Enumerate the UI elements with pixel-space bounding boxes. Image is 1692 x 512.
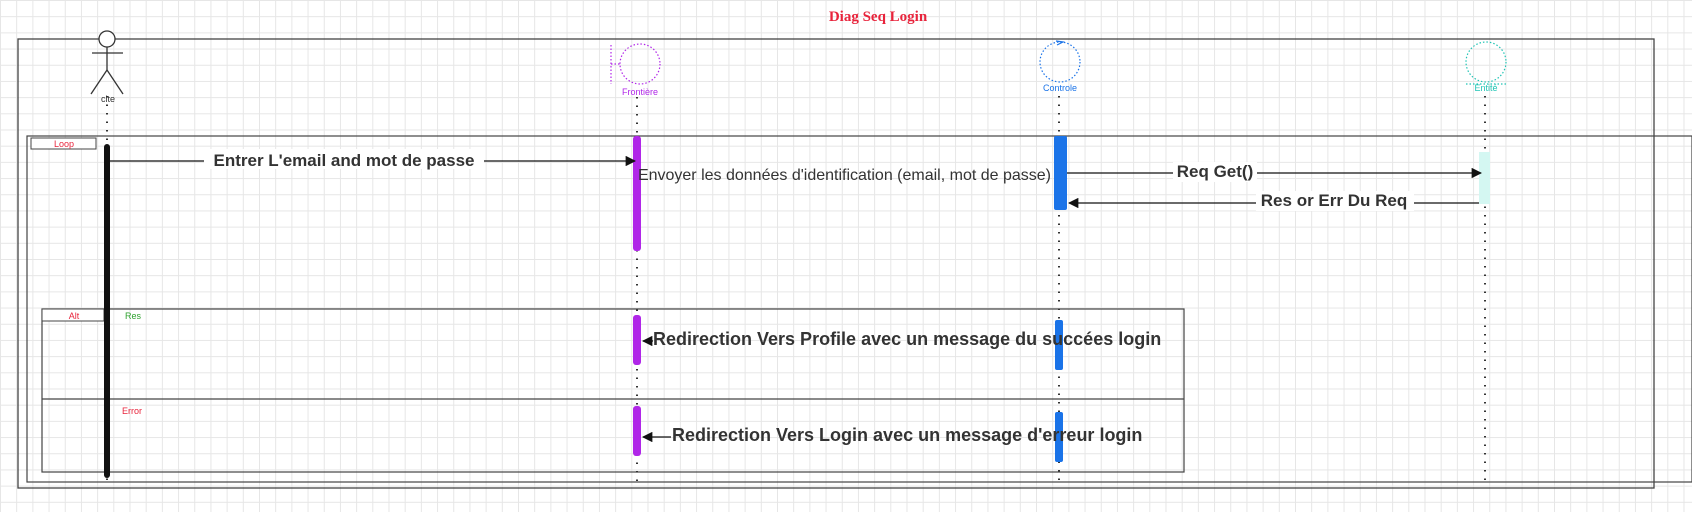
message-redirect-profile: Redirection Vers Profile avec un message… [641, 329, 1161, 349]
loop-label: Loop [54, 139, 74, 149]
message-res-or-err: Res or Err Du Req [1067, 191, 1479, 211]
activation-controle-3 [1055, 412, 1063, 462]
actor-stick-figure-icon [90, 30, 124, 95]
boundary-icon [610, 43, 661, 85]
outer-frame [17, 38, 1655, 489]
message-label-redirect-login: Redirection Vers Login avec un message d… [672, 425, 1142, 445]
diagram-title: Diag Seq Login [829, 9, 928, 25]
alt-fragment-frame [41, 308, 1185, 473]
activation-entite [1479, 152, 1490, 204]
activation-frontiere-3 [633, 406, 641, 456]
loop-fragment-frame [26, 135, 1692, 483]
message-enter-credentials: Entrer L'email and mot de passe [110, 149, 637, 170]
alt-condition-error: Error [122, 406, 142, 416]
participant-label-client: cite [101, 94, 115, 104]
participant-label-controle: Controle [1043, 83, 1077, 93]
message-label-send-identification: Envoyer les données d'identification (em… [638, 167, 1051, 184]
entity-icon [1465, 41, 1507, 85]
participant-entite: Entité [1465, 41, 1507, 93]
participant-frontiere: Frontière [610, 43, 661, 97]
activation-controle-1 [1054, 136, 1067, 210]
activation-frontiere-1 [633, 136, 641, 251]
alt-fragment: Alt Res Error [41, 308, 1185, 473]
message-redirect-login: Redirection Vers Login avec un message d… [641, 425, 1142, 445]
loop-label-box [30, 137, 97, 150]
message-label-redirect-profile: Redirection Vers Profile avec un message… [653, 329, 1161, 349]
participant-label-entite: Entité [1474, 83, 1497, 93]
loop-fragment: Loop [26, 135, 1692, 483]
alt-condition-res: Res [125, 311, 142, 321]
message-label-enter-credentials: Entrer L'email and mot de passe [213, 151, 474, 170]
activation-controle-2 [1055, 320, 1063, 370]
alt-label: Alt [69, 311, 80, 321]
activation-frontiere-2 [633, 315, 641, 365]
message-req-get: Req Get() [1067, 162, 1483, 182]
participant-label-frontiere: Frontière [622, 87, 658, 97]
message-label-res-or-err: Res or Err Du Req [1261, 191, 1407, 210]
message-label-req-get: Req Get() [1177, 162, 1254, 181]
actor-client: cite [90, 30, 124, 104]
activation-client [104, 144, 110, 478]
participant-controle: Controle [1039, 40, 1081, 93]
control-icon [1039, 40, 1081, 83]
